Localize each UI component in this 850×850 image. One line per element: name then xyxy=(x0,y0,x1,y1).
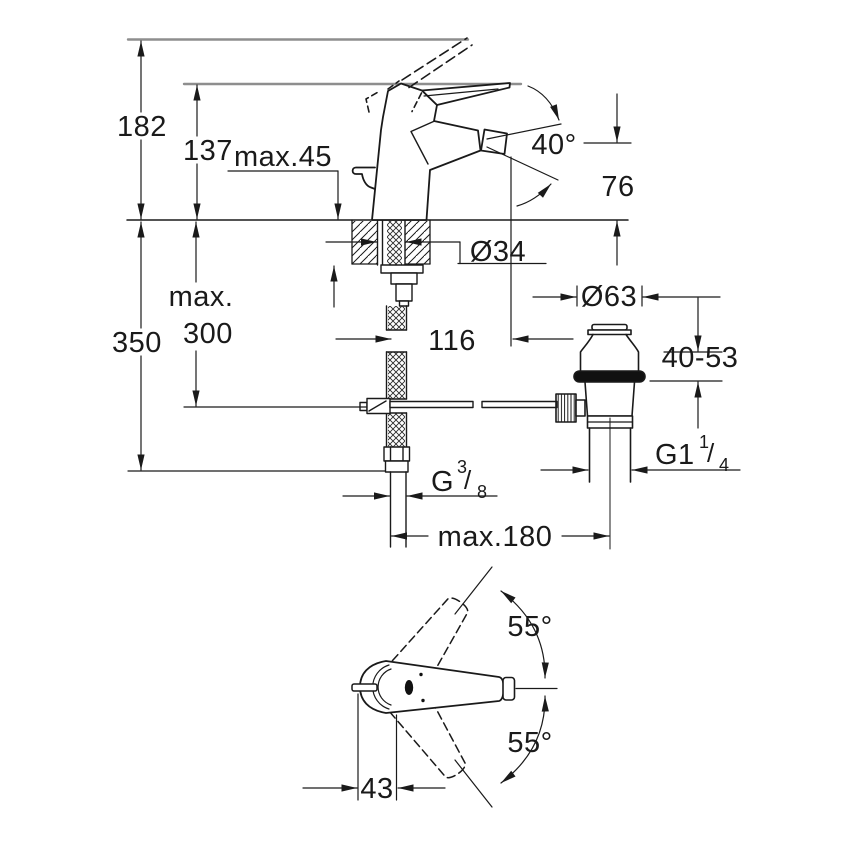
dim-waste-height-range xyxy=(649,297,723,429)
lever-blade xyxy=(421,82,511,106)
body-outline xyxy=(371,82,482,221)
svg-text:/: / xyxy=(707,438,715,468)
svg-text:8: 8 xyxy=(477,482,488,502)
temperature-pin xyxy=(351,683,378,692)
lever-raised-dashed xyxy=(365,37,473,113)
side-view: 182 137 max.45 40° 76 Ø34 max. 300 350 1… xyxy=(112,37,741,553)
dim-aerator-angle xyxy=(486,85,562,207)
label-handle-pin-offset: 43 xyxy=(360,773,393,805)
hose-nut xyxy=(383,446,411,462)
label-waste-thread: G1 1 / 4 xyxy=(655,432,730,475)
dim-total-depth xyxy=(127,221,386,472)
dim-waste-diameter xyxy=(532,285,721,307)
dim-spout-reach xyxy=(335,156,574,347)
dim-handle-pin-offset xyxy=(302,693,446,801)
dim-spout-height xyxy=(583,93,632,266)
label-aerator-angle: 40° xyxy=(531,129,576,161)
mounting-bracket xyxy=(390,272,418,285)
dim-hole-diameter xyxy=(325,238,547,265)
dimensions xyxy=(127,40,741,540)
valve-body xyxy=(584,381,636,417)
label-total-depth: 350 xyxy=(112,327,162,359)
hose-collar xyxy=(384,460,409,473)
svg-text:1: 1 xyxy=(699,432,710,452)
faucet-body xyxy=(351,82,511,221)
svg-text:/: / xyxy=(464,465,472,495)
mounting-washer xyxy=(380,264,424,274)
pop-up-rod xyxy=(359,397,558,415)
valve-cap-base xyxy=(587,329,632,336)
svg-text:G1: G1 xyxy=(655,439,695,471)
handle-end-cap xyxy=(502,676,516,701)
valve-knurled-knob xyxy=(555,393,577,423)
spout-crease xyxy=(410,120,435,165)
label-swivel-lower: 55° xyxy=(507,727,552,759)
label-supply-thread: G 3 / 8 xyxy=(431,457,488,502)
waste-pull-lever xyxy=(351,166,376,190)
label-hole-dia: Ø34 xyxy=(470,236,526,268)
label-hose-depth-prefix: max. xyxy=(169,281,234,313)
valve-cap-top xyxy=(591,323,628,331)
shank-and-hose xyxy=(376,220,424,548)
dim-hose-depth xyxy=(183,221,367,408)
label-deck-max: max.45 xyxy=(234,141,332,173)
handle-swung-dashed xyxy=(374,597,469,779)
label-lever-height: 137 xyxy=(183,135,233,167)
svg-text:4: 4 xyxy=(719,455,730,475)
label-total-height: 182 xyxy=(117,111,167,143)
pop-up-waste-valve xyxy=(555,323,646,550)
valve-flange-seal xyxy=(573,370,646,383)
lever-top-edge xyxy=(423,88,499,97)
label-spout-height: 76 xyxy=(601,171,634,203)
label-spout-reach: 116 xyxy=(428,325,476,357)
label-waste-range: 40-53 xyxy=(662,342,739,374)
label-hose-depth-value: 300 xyxy=(183,318,233,350)
handle-swivel-angles xyxy=(454,566,558,808)
svg-text:G: G xyxy=(431,466,454,498)
label-max-spacing: max.180 xyxy=(438,521,553,553)
svg-text:3: 3 xyxy=(457,457,468,477)
dim-deck-thickness xyxy=(227,170,342,308)
handle-logo-mark xyxy=(404,680,414,695)
top-view: 55° 55° 43 xyxy=(302,566,558,808)
handle-plan xyxy=(351,660,516,714)
label-waste-dia: Ø63 xyxy=(581,281,637,313)
label-swivel-upper: 55° xyxy=(507,611,552,643)
